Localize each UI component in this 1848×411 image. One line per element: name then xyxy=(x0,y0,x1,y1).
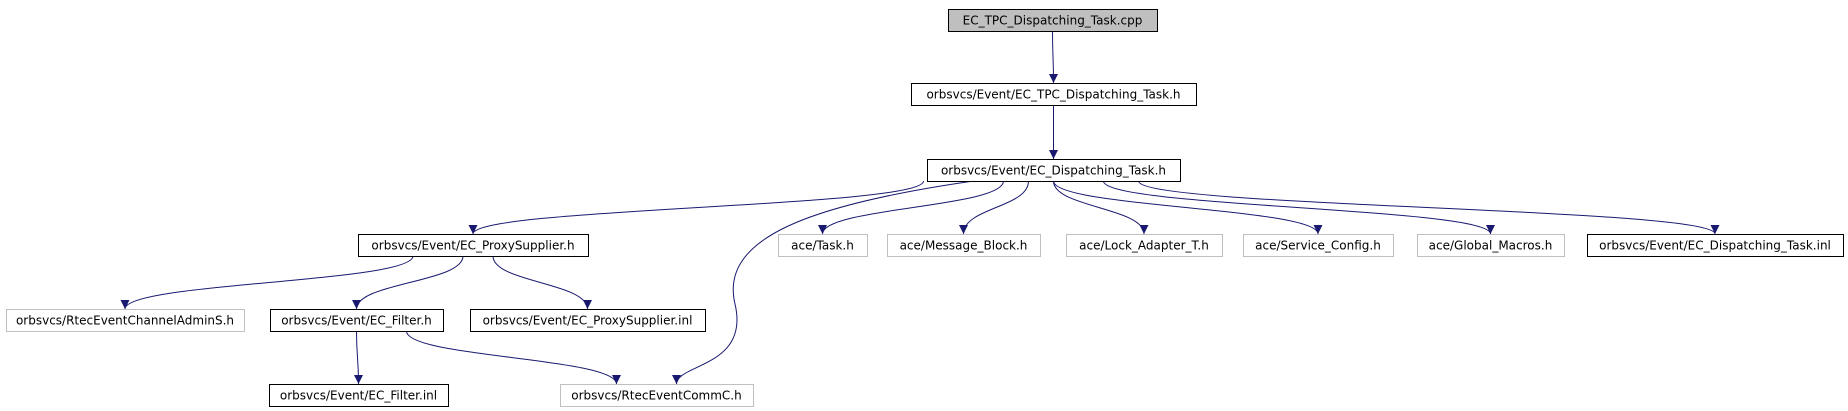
node-label: ace/Task.h xyxy=(791,239,854,253)
node-cpp[interactable]: EC_TPC_Dispatching_Task.cpp xyxy=(948,9,1158,32)
node-msgblk-h: ace/Message_Block.h xyxy=(887,234,1041,257)
node-disp-h[interactable]: orbsvcs/Event/EC_Dispatching_Task.h xyxy=(927,159,1181,182)
node-label: ace/Lock_Adapter_T.h xyxy=(1079,239,1209,253)
edge-disp_h-to-task_h xyxy=(818,180,1004,235)
node-box xyxy=(470,309,706,332)
node-svccfg-h: ace/Service_Config.h xyxy=(1243,234,1394,257)
edge-disp_h-to-svccfg_h xyxy=(1053,180,1323,235)
node-box xyxy=(1066,234,1223,257)
node-label: orbsvcs/Event/EC_TPC_Dispatching_Task.h xyxy=(926,88,1180,102)
nodes: EC_TPC_Dispatching_Task.cpp orbsvcs/Event… xyxy=(6,9,1844,407)
edge-proxy_h-to-proxy_inl xyxy=(492,255,592,310)
node-rteccomm-h: orbsvcs/RtecEventCommC.h xyxy=(560,384,754,407)
node-proxy-h[interactable]: orbsvcs/Event/EC_ProxySupplier.h xyxy=(358,234,589,257)
node-lockad-h: ace/Lock_Adapter_T.h xyxy=(1066,234,1223,257)
edge-disp_h-to-disp_inl xyxy=(1138,180,1720,235)
node-label: orbsvcs/Event/EC_Filter.h xyxy=(281,314,432,328)
node-task-h: ace/Task.h xyxy=(778,234,868,257)
node-tpc-h[interactable]: orbsvcs/Event/EC_TPC_Dispatching_Task.h xyxy=(911,83,1197,106)
edge-disp_h-to-globmac_h xyxy=(1103,180,1495,235)
node-rtecadm-h: orbsvcs/RtecEventChannelAdminS.h xyxy=(6,309,245,332)
edge-cpp-to-tpc_h xyxy=(1048,30,1058,84)
node-filter-h[interactable]: orbsvcs/Event/EC_Filter.h xyxy=(270,309,444,332)
edge-disp_h-to-lockad_h xyxy=(1053,180,1149,235)
edge-proxy_h-to-rtecadm_h xyxy=(120,255,414,310)
node-box xyxy=(269,384,449,407)
node-box xyxy=(778,234,868,257)
node-label: orbsvcs/RtecEventCommC.h xyxy=(571,389,741,403)
node-label: orbsvcs/Event/EC_Filter.inl xyxy=(280,389,437,403)
node-box xyxy=(560,384,754,407)
node-label: EC_TPC_Dispatching_Task.cpp xyxy=(963,14,1143,28)
node-label: orbsvcs/Event/EC_Dispatching_Task.inl xyxy=(1599,239,1831,253)
edge-filter_h-to-filter_inl xyxy=(353,330,363,385)
edge-disp_h-to-rteccomm_h xyxy=(672,180,974,385)
node-label: orbsvcs/Event/EC_ProxySupplier.h xyxy=(371,239,574,253)
node-label: ace/Service_Config.h xyxy=(1255,239,1381,253)
node-box xyxy=(887,234,1041,257)
node-box xyxy=(1243,234,1394,257)
edge-proxy_h-to-filter_h xyxy=(352,255,464,310)
node-filter-inl[interactable]: orbsvcs/Event/EC_Filter.inl xyxy=(269,384,449,407)
node-box xyxy=(1417,234,1565,257)
edge-filter_h-to-rteccomm_h xyxy=(406,330,621,385)
node-label: ace/Message_Block.h xyxy=(900,239,1028,253)
node-box xyxy=(6,309,245,332)
node-disp-inl[interactable]: orbsvcs/Event/EC_Dispatching_Task.inl xyxy=(1587,234,1844,257)
node-label: orbsvcs/Event/EC_Dispatching_Task.h xyxy=(941,164,1166,178)
edge-disp_h-to-proxy_h xyxy=(468,180,924,235)
edges xyxy=(120,30,1720,385)
node-proxy-inl[interactable]: orbsvcs/Event/EC_ProxySupplier.inl xyxy=(470,309,706,332)
node-label: orbsvcs/Event/EC_ProxySupplier.inl xyxy=(483,314,693,328)
node-box xyxy=(1587,234,1844,257)
node-globmac-h: ace/Global_Macros.h xyxy=(1417,234,1565,257)
node-box xyxy=(948,9,1158,32)
node-box xyxy=(358,234,589,257)
node-label: orbsvcs/RtecEventChannelAdminS.h xyxy=(16,314,234,328)
node-box xyxy=(927,159,1181,182)
node-label: ace/Global_Macros.h xyxy=(1429,239,1553,253)
node-box xyxy=(911,83,1197,106)
node-box xyxy=(270,309,444,332)
edge-disp_h-to-msgblk_h xyxy=(959,180,1029,235)
